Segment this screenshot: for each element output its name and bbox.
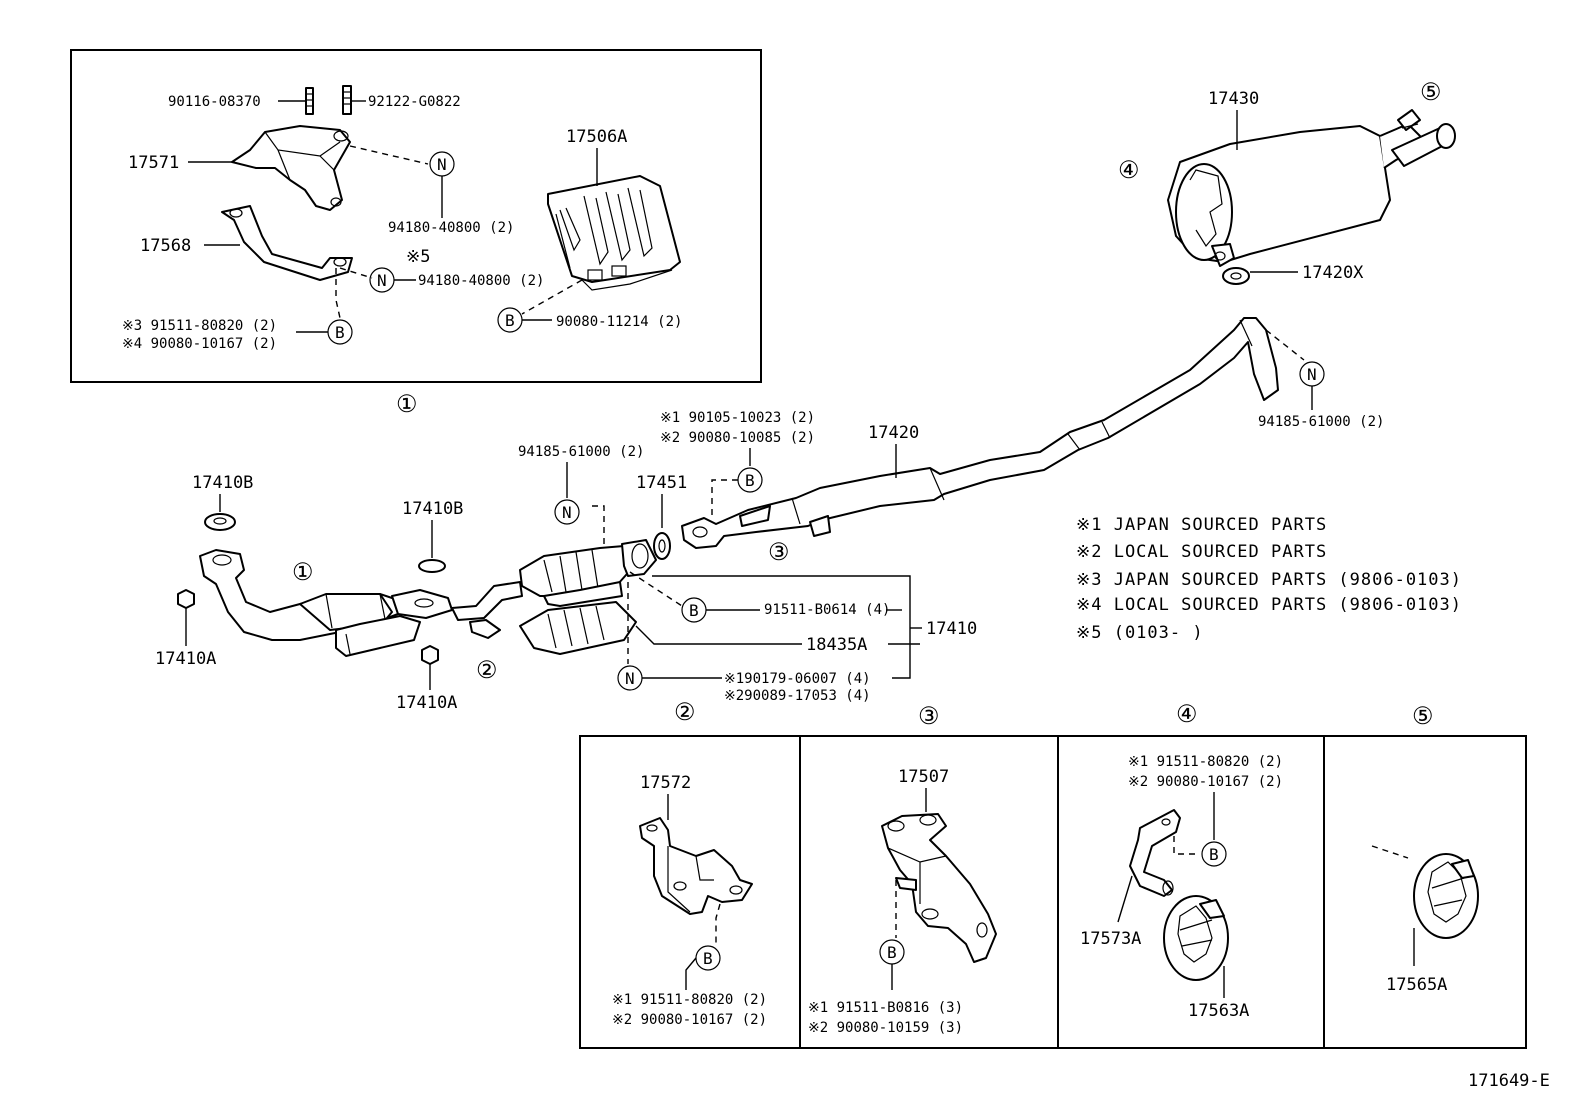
catalytic-converter-drawing — [519, 539, 657, 607]
label-17420: 17420 — [868, 423, 919, 443]
cushion-17565A-drawing — [1413, 853, 1479, 939]
bolt-symbol-center-letter: B — [745, 471, 755, 490]
note-2: ※2 LOCAL SOURCED PARTS — [1076, 542, 1327, 562]
label-17410: 17410 — [926, 619, 977, 639]
label-detail3-bolt1: ※1 91511-B0816 (3) — [808, 1000, 963, 1016]
label-17451: 17451 — [636, 473, 687, 493]
insulator-18435A-drawing — [519, 601, 637, 655]
label-18435A: 18435A — [806, 635, 867, 655]
nut-symbol-stud-letter: N — [625, 669, 635, 688]
bolt-symbol-inset-left-letter: B — [335, 323, 345, 342]
note-5: ※5 (0103- ) — [1076, 623, 1204, 643]
label-94180-40800-upper: 94180-40800 (2) — [388, 220, 514, 236]
detail5-callout: ⑤ — [1412, 702, 1434, 730]
label-note2-90080-10085: ※2 90080-10085 (2) — [660, 430, 815, 446]
label-94180-40800-lower: 94180-40800 (2) — [418, 273, 544, 289]
bracket-17568-drawing — [221, 205, 353, 281]
bracket-17572-drawing — [639, 817, 753, 915]
detail4-callout: ④ — [1176, 700, 1198, 728]
gasket-17420X — [1222, 267, 1250, 285]
note-1: ※1 JAPAN SOURCED PARTS — [1076, 515, 1327, 535]
inset1-frame — [70, 49, 762, 383]
bolt-symbol-detail3-letter: B — [887, 943, 897, 962]
label-17568: 17568 — [140, 236, 191, 256]
label-17565A: 17565A — [1386, 975, 1447, 995]
main-callout-4: ④ — [1118, 156, 1140, 184]
label-note2-90089-17053: ※290089-17053 (4) — [724, 688, 871, 704]
detail2-callout: ② — [674, 698, 696, 726]
label-17420X: 17420X — [1302, 263, 1364, 283]
label-17573A: 17573A — [1080, 929, 1141, 949]
label-17571: 17571 — [128, 153, 179, 173]
detail-panels-frame — [579, 735, 1527, 1049]
label-note3-91511-80820: ※3 91511-80820 (2) — [122, 318, 277, 334]
bolt-symbol-detail4-letter: B — [1209, 845, 1219, 864]
main-callout-1: ① — [292, 558, 314, 586]
label-detail3-bolt2: ※2 90080-10159 (3) — [808, 1020, 963, 1036]
support-17507-drawing — [881, 813, 997, 963]
label-17507: 17507 — [898, 767, 949, 787]
label-17410A-left: 17410A — [155, 649, 216, 669]
label-90116-08370: 90116-08370 — [168, 94, 261, 110]
detail3-callout: ③ — [918, 702, 940, 730]
note-4: ※4 LOCAL SOURCED PARTS (9806-0103) — [1076, 595, 1462, 615]
nut-symbol-cat — [554, 499, 580, 525]
note5-mark: ※5 — [406, 247, 430, 267]
nut-symbol-tail-letter: N — [1307, 365, 1317, 384]
main-callout-5: ⑤ — [1420, 78, 1442, 106]
bolt-90116-drawing — [305, 87, 314, 115]
main-callout-3: ③ — [768, 538, 790, 566]
bracket-17573A-drawing — [1129, 809, 1181, 897]
main-callout-2: ② — [476, 656, 498, 684]
heat-insulator-17506A-drawing — [547, 175, 681, 291]
label-17410A-mid: 17410A — [396, 693, 457, 713]
gasket-17410B-mid — [418, 559, 446, 573]
nut-symbol-lower-letter: N — [377, 271, 387, 290]
label-94185-61000-cat: 94185-61000 (2) — [518, 444, 644, 460]
center-pipe-17420-drawing — [681, 317, 1279, 549]
bolt-symbol-cat-flange-letter: B — [689, 601, 699, 620]
label-detail2-bolt1: ※1 91511-80820 (2) — [612, 992, 767, 1008]
label-detail4-bolt1: ※1 91511-80820 (2) — [1128, 754, 1283, 770]
label-note1-90179-06007: ※190179-06007 (4) — [724, 671, 871, 687]
label-94185-61000-tail: 94185-61000 (2) — [1258, 414, 1384, 430]
tail-pipe-muffler-17430-drawing — [1167, 109, 1456, 267]
label-17572: 17572 — [640, 773, 691, 793]
label-detail2-bolt2: ※2 90080-10167 (2) — [612, 1012, 767, 1028]
diagram-id: 171649-E — [1468, 1071, 1550, 1091]
label-note4-90080-10167: ※4 90080-10167 (2) — [122, 336, 277, 352]
label-detail4-bolt2: ※2 90080-10167 (2) — [1128, 774, 1283, 790]
label-17410B-left: 17410B — [192, 473, 253, 493]
label-90080-11214: 90080-11214 (2) — [556, 314, 682, 330]
label-17506A: 17506A — [566, 127, 627, 147]
label-17430: 17430 — [1208, 89, 1259, 109]
bolt-symbol-detail4 — [1201, 841, 1227, 867]
nut-symbol-cat-letter: N — [562, 503, 572, 522]
note-3: ※3 JAPAN SOURCED PARTS (9806-0103) — [1076, 570, 1462, 590]
label-91511-B0614: 91511-B0614 (4) — [764, 602, 890, 618]
label-17563A: 17563A — [1188, 1001, 1249, 1021]
gasket-17451 — [653, 532, 671, 560]
bolt-symbol-detail2-letter: B — [703, 949, 713, 968]
bolt-92122-drawing — [342, 85, 352, 115]
inset1-callout: ① — [396, 390, 418, 418]
label-92122-G0822: 92122-G0822 — [368, 94, 461, 110]
cushion-17563A-drawing — [1163, 895, 1229, 981]
bolt-symbol-insulator-letter: B — [505, 311, 515, 330]
label-17410B-mid: 17410B — [402, 499, 463, 519]
front-exhaust-pipe-drawing — [199, 549, 523, 657]
nut-17410A-mid — [421, 645, 439, 665]
gasket-17410B-left — [204, 513, 236, 531]
bracket-17571-drawing — [231, 125, 351, 211]
label-note1-90105-10023: ※1 90105-10023 (2) — [660, 410, 815, 426]
nut-symbol-upper-letter: N — [437, 155, 447, 174]
notes-legend: ※1 JAPAN SOURCED PARTS ※2 LOCAL SOURCED … — [1076, 515, 1462, 643]
nut-17410A-left — [177, 589, 195, 609]
